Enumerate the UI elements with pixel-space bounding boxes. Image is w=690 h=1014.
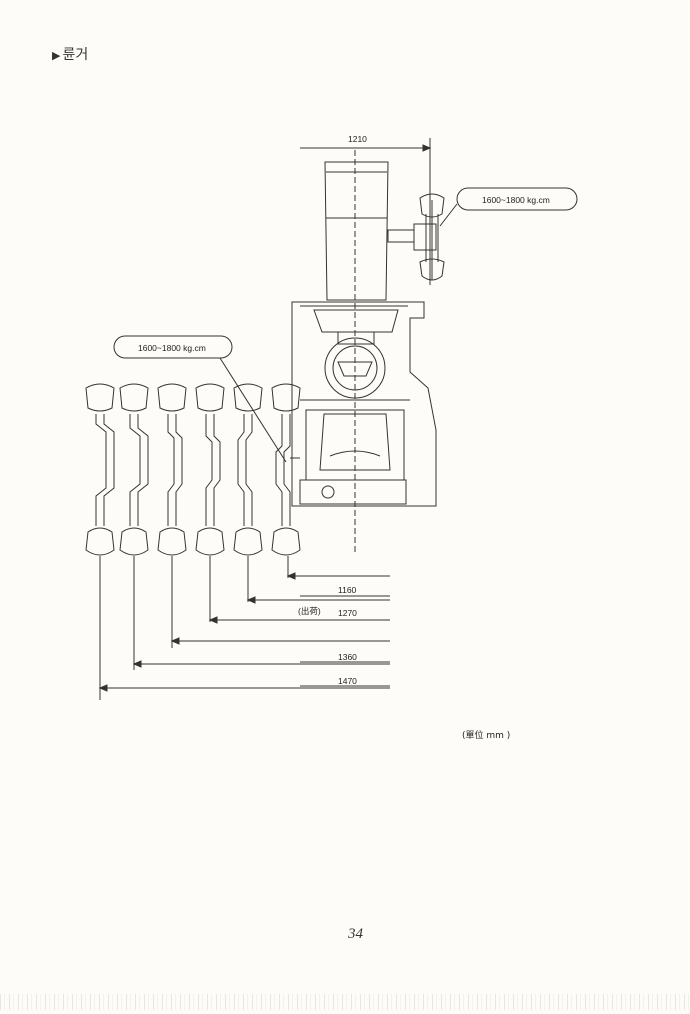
- heading-text: 륜거: [62, 47, 89, 63]
- dim-1470-label: 1470: [338, 676, 357, 686]
- torque-left-label: 1600~1800 kg.cm: [138, 343, 206, 353]
- wheel-3: [157, 383, 187, 648]
- track-dimension-lines: [98, 572, 390, 692]
- triangle-marker-icon: ▶: [52, 49, 61, 62]
- wheel-6: [271, 383, 301, 578]
- wheel-5: [233, 383, 263, 602]
- torque-callouts: [113, 187, 578, 463]
- dim-1270-label: 1270: [338, 608, 357, 618]
- right-wheel: [419, 193, 445, 281]
- dim-1210-label: 1210: [348, 134, 367, 144]
- dim-1270-note: (出荷): [298, 606, 321, 616]
- page-number: 34: [348, 926, 363, 942]
- scan-artifact-strip: [0, 994, 690, 1010]
- torque-upper-label: 1600~1800 kg.cm: [482, 195, 550, 205]
- dim-1160-label: 1160: [338, 585, 357, 595]
- wheel-2: [119, 383, 149, 670]
- units-note: (單位 mm ): [462, 731, 511, 741]
- wheel-1: [85, 383, 115, 700]
- tractor-body: [291, 161, 437, 507]
- dim-1360-label: 1360: [338, 652, 357, 662]
- page-heading: ▶륜거: [52, 44, 88, 64]
- wheel-4: [195, 383, 225, 622]
- wheel-positions: [85, 383, 301, 700]
